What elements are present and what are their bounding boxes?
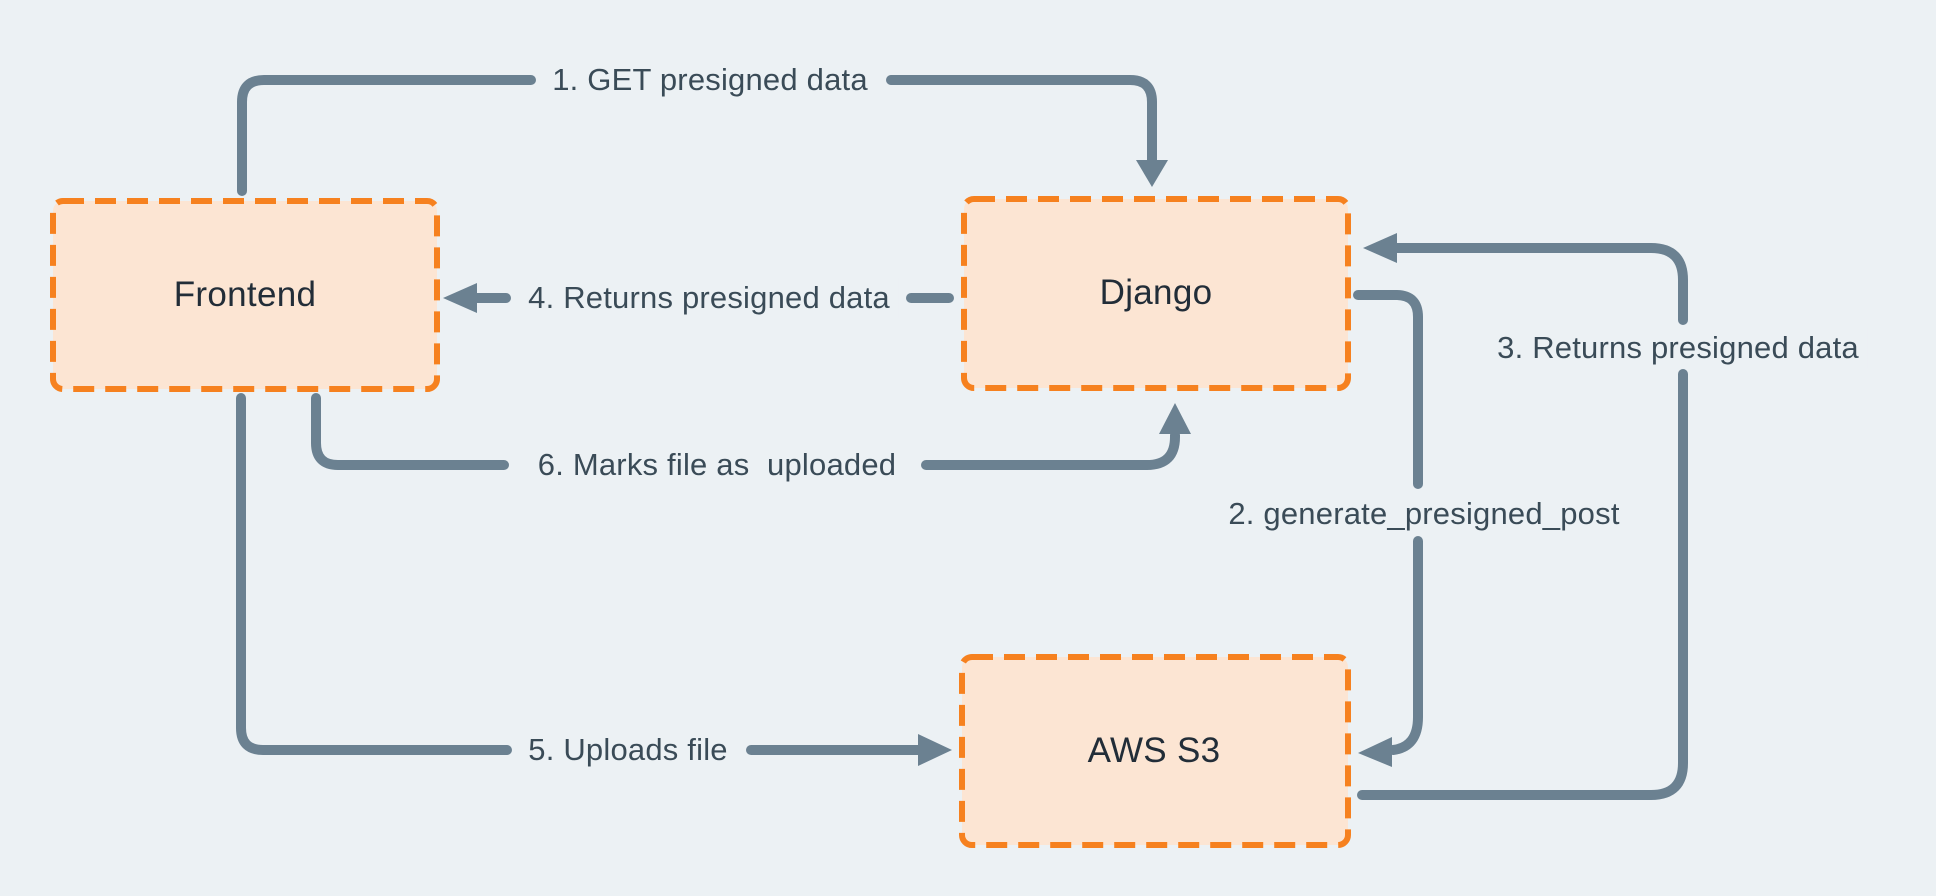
edge-6-line-start xyxy=(311,393,509,470)
node-django-label: Django xyxy=(1099,273,1213,312)
edge-6-label: 6. Marks file as uploaded xyxy=(529,445,905,485)
edge-1-arrow xyxy=(237,75,1168,196)
edge-6-arrowhead xyxy=(1159,403,1191,434)
node-aws-s3-label: AWS S3 xyxy=(1087,731,1221,770)
node-frontend-box xyxy=(50,198,440,392)
edge-3-label: 3. Returns presigned data xyxy=(1489,328,1867,368)
edge-4-label: 4. Returns presigned data xyxy=(520,278,898,318)
edge-6-line-end xyxy=(921,430,1180,470)
edge-2-line-start xyxy=(1353,290,1423,489)
edge-5-line-start xyxy=(236,393,512,755)
edge-1-line-start xyxy=(237,75,536,196)
edge-3-arrowhead xyxy=(1363,233,1397,263)
edge-2-label: 2. generate_presigned_post xyxy=(1220,494,1628,534)
edge-3-arrow xyxy=(1357,233,1688,800)
edge-1-arrowhead xyxy=(1136,160,1168,187)
edge-5-arrow xyxy=(236,393,952,766)
edge-1-label: 1. GET presigned data xyxy=(544,60,876,100)
edge-3-line-end xyxy=(1392,243,1688,325)
node-django-box xyxy=(961,196,1351,391)
node-frontend-label: Frontend xyxy=(173,275,317,314)
edge-2-line-end xyxy=(1388,536,1423,755)
edge-2-arrowhead xyxy=(1358,737,1392,767)
edge-6-arrow xyxy=(311,393,1191,470)
node-aws-s3-box xyxy=(959,654,1351,848)
edge-5-arrowhead xyxy=(918,734,952,766)
edge-4-arrow xyxy=(443,283,954,313)
edge-5-label: 5. Uploads file xyxy=(520,730,736,770)
edge-2-arrow xyxy=(1353,290,1423,767)
edge-1-line-end xyxy=(886,75,1157,165)
edge-4-arrowhead xyxy=(443,283,477,313)
edge-3-line-start xyxy=(1357,369,1688,800)
